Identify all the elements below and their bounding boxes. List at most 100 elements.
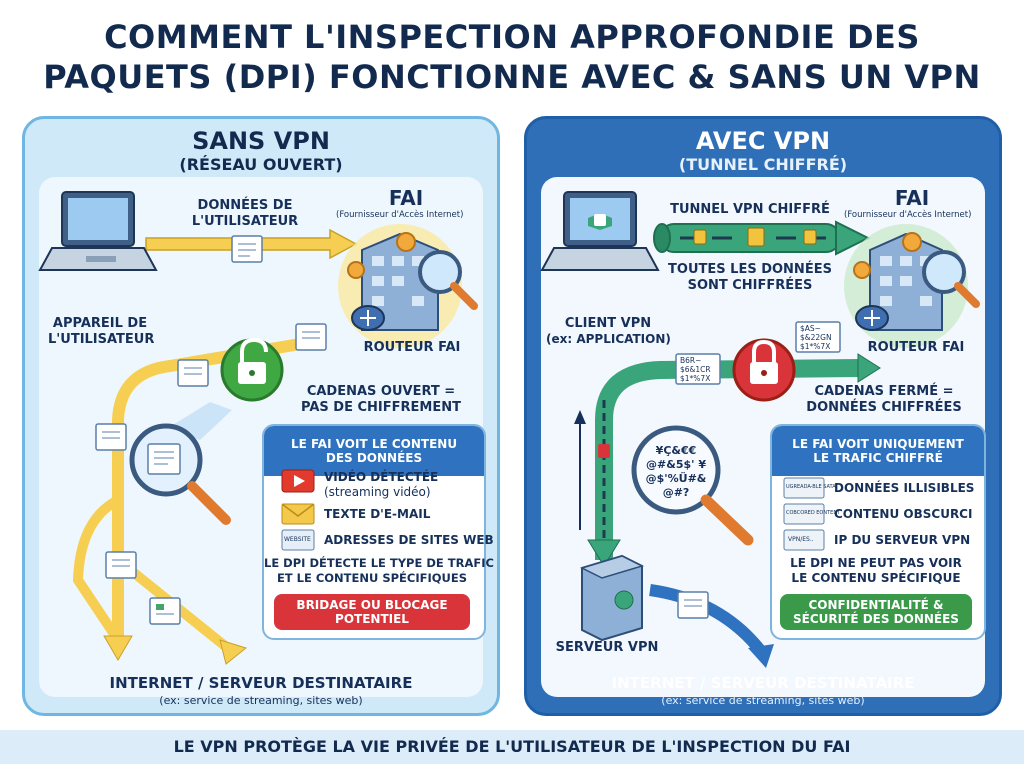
vpn-server-ip-icon <box>783 529 825 551</box>
left-detect-l2: ET LE CONTENU SPÉCIFIQUES <box>276 571 468 585</box>
yellow-flow-path <box>112 338 306 646</box>
left-item1-l1: VIDÉO DÉTECTÉE <box>324 470 439 484</box>
document-icon-4 <box>95 423 127 451</box>
encrypted-magnifier-icon <box>631 425 754 546</box>
right-panel-subtitle: (TUNNEL CHIFFRÉ) <box>678 155 848 174</box>
glass-text-l3: @$'%Ü#& <box>645 472 707 485</box>
unreadable-icon-text: UGREADA-BLE SATA <box>786 484 836 490</box>
left-badge-l1: BRIDAGE OU BLOCAGE <box>296 598 448 612</box>
right-item3: IP DU SERVEUR VPN <box>834 533 971 547</box>
enc-packet1-l1: $AS~ <box>800 324 821 333</box>
inspection-magnifier-icon <box>129 402 232 525</box>
right-destination-sub: (ex: service de streaming, sites web) <box>661 694 865 707</box>
glass-text-l2: @#&5$' ¥ <box>646 458 706 471</box>
enc-packet1-l3: $1*%7X <box>800 342 831 351</box>
tunnel-label: TUNNEL VPN CHIFFRÉ <box>670 202 830 217</box>
vpn-client-laptop-icon <box>540 191 660 271</box>
left-panel-title: SANS VPN <box>192 127 330 155</box>
document-icon-6 <box>149 597 181 625</box>
encrypted-packet-2 <box>675 353 721 385</box>
yellow-branch-path <box>72 495 123 643</box>
video-play-icon <box>281 469 315 493</box>
left-lock-label-l1: CADENAS OUVERT = <box>306 384 456 399</box>
left-lock-label-l2: PAS DE CHIFFREMENT <box>301 400 461 415</box>
enc-packet1-l2: $&22GN <box>800 333 832 342</box>
encrypted-packet-1 <box>795 321 841 353</box>
right-badge-l2: SÉCURITÉ DES DONNÉES <box>793 612 959 626</box>
right-isp-title: FAI <box>894 186 930 210</box>
vpn-ip-icon-text: VPN/ES.. <box>788 536 814 543</box>
right-router-label: ROUTEUR FAI <box>867 340 965 355</box>
website-icon <box>281 529 315 551</box>
green-arrowhead-left <box>857 353 881 383</box>
unreadable-data-icon <box>783 477 825 499</box>
left-item2: TEXTE D'E-MAIL <box>324 507 431 521</box>
document-icon-3 <box>177 359 209 387</box>
laptop-icon <box>38 191 158 271</box>
right-panel-title: AVEC VPN <box>695 127 831 155</box>
left-item1-l2: (streaming vidéo) <box>324 485 431 499</box>
main-title-line2: PAQUETS (DPI) FONCTIONNE AVEC & SANS UN … <box>43 58 981 96</box>
left-user-data-label-l2: L'UTILISATEUR <box>191 214 299 229</box>
right-box-head-l2: LE TRAFIC CHIFFRÉ <box>813 451 943 465</box>
yellow-arrowhead-down <box>103 635 133 661</box>
obscured-content-icon <box>783 503 825 525</box>
left-destination-label: INTERNET / SERVEUR DESTINATAIRE <box>109 674 413 692</box>
magnifier-isp-icon <box>418 250 478 310</box>
left-box-head-l1: LE FAI VOIT LE CONTENU <box>290 437 458 451</box>
vpn-server-icon <box>579 554 645 642</box>
footer-banner: LE VPN PROTÈGE LA VIE PRIVÉE DE L'UTILIS… <box>0 730 1024 764</box>
envelope-icon <box>281 503 315 525</box>
left-isp-title: FAI <box>388 186 424 210</box>
left-item3: ADRESSES DE SITES WEB <box>324 533 494 547</box>
website-icon-text: WEBSITE <box>284 536 311 543</box>
vpn-tunnel-icon <box>653 220 871 256</box>
right-info-box-header: LE FAI VOIT UNIQUEMENT LE TRAFIC CHIFFRÉ <box>772 426 984 476</box>
closed-lock-icon <box>732 338 796 402</box>
right-detect-l2: LE CONTENU SPÉCIFIQUE <box>791 571 961 585</box>
green-arrowhead-down <box>587 539 621 567</box>
right-isp-full: (Fournisseur d'Accès Internet) <box>844 210 972 220</box>
left-throttle-badge: BRIDAGE OU BLOCAGE POTENTIEL <box>274 594 470 630</box>
document-icon-1 <box>231 235 263 263</box>
all-encrypted-l2: SONT CHIFFRÉES <box>687 278 813 293</box>
right-privacy-badge: CONFIDENTIALITÉ & SÉCURITÉ DES DONNÉES <box>780 594 972 630</box>
enc-packet2-l2: $6&1CR <box>680 365 711 374</box>
vpn-client-label-l1: CLIENT VPN <box>564 316 652 331</box>
left-info-box-header: LE FAI VOIT LE CONTENU DES DONNÉES <box>264 426 484 476</box>
vpn-router-icon <box>855 305 889 331</box>
glass-text-l1: ¥Ç&€€ <box>655 444 697 457</box>
left-panel-subtitle: (RÉSEAU OUVERT) <box>179 155 343 174</box>
up-arrowhead <box>574 410 586 424</box>
all-encrypted-l1: TOUTES LES DONNÉES <box>668 262 832 277</box>
right-item2: CONTENU OBSCURCI <box>834 507 973 521</box>
right-box-head-l1: LE FAI VOIT UNIQUEMENT <box>792 437 964 451</box>
left-box-head-l2: DES DONNÉES <box>325 451 423 465</box>
left-badge-l2: POTENTIEL <box>335 612 409 626</box>
right-destination-label: INTERNET / SERVEUR DESTINATAIRE <box>611 674 915 692</box>
blue-flow-path <box>649 584 765 654</box>
router-icon <box>351 305 385 331</box>
right-lock-label-l2: DONNÉES CHIFFRÉES <box>806 400 962 415</box>
enc-packet2-l1: B6R~ <box>680 356 702 365</box>
left-device-label-l1: APPAREIL DE <box>52 316 148 331</box>
obscured-icon-text: COBCORED EONTENT <box>786 510 841 516</box>
open-lock-icon <box>220 337 284 402</box>
left-device-label-l2: L'UTILISATEUR <box>48 332 155 347</box>
left-user-data-label-l1: DONNÉES DE <box>197 198 293 213</box>
right-lock-label-l1: CADENAS FERMÉ = <box>814 384 954 399</box>
right-item1: DONNÉES ILLISIBLES <box>834 481 975 495</box>
document-icon-5 <box>105 551 137 579</box>
document-icon-2 <box>295 323 327 351</box>
glass-text-l4: @#? <box>662 486 690 499</box>
vpn-server-label: SERVEUR VPN <box>555 640 659 655</box>
left-isp-full: (Fournisseur d'Accès Internet) <box>336 210 464 220</box>
chain-lock-icon <box>598 444 610 458</box>
vpn-client-label-l2: (ex: APPLICATION) <box>546 332 671 346</box>
left-router-label: ROUTEUR FAI <box>363 340 461 355</box>
right-detect-l1: LE DPI NE PEUT PAS VOIR <box>790 556 962 570</box>
